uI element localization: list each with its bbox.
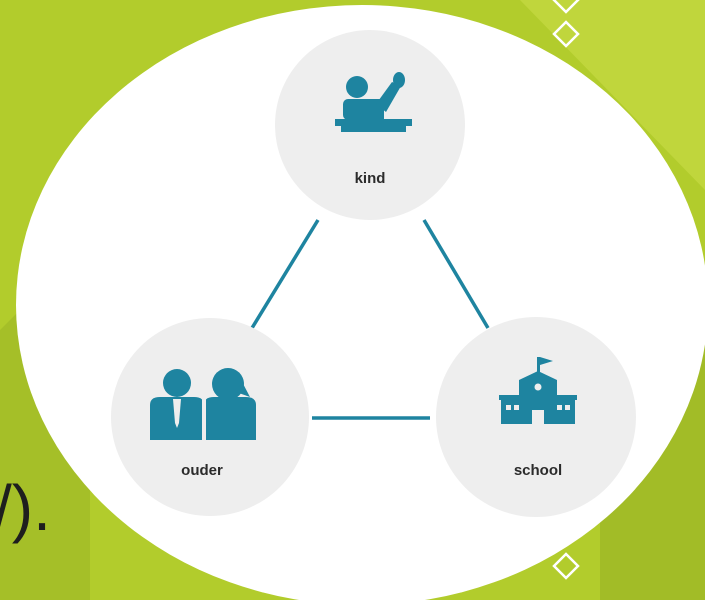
connector-child-school bbox=[422, 219, 490, 329]
background-text: /). bbox=[0, 472, 51, 544]
node-parent-label: ouder bbox=[181, 462, 223, 479]
diamond-deco-icon bbox=[552, 0, 580, 14]
school-building-icon bbox=[499, 357, 577, 424]
node-school-label: school bbox=[513, 462, 563, 479]
connector-child-parent bbox=[250, 219, 320, 329]
child-raising-hand-icon bbox=[335, 72, 412, 132]
node-child-label: kind bbox=[354, 170, 386, 187]
diamond-deco-icon bbox=[552, 20, 580, 48]
diamond-deco-icon bbox=[552, 552, 580, 580]
parents-icon bbox=[150, 368, 256, 440]
